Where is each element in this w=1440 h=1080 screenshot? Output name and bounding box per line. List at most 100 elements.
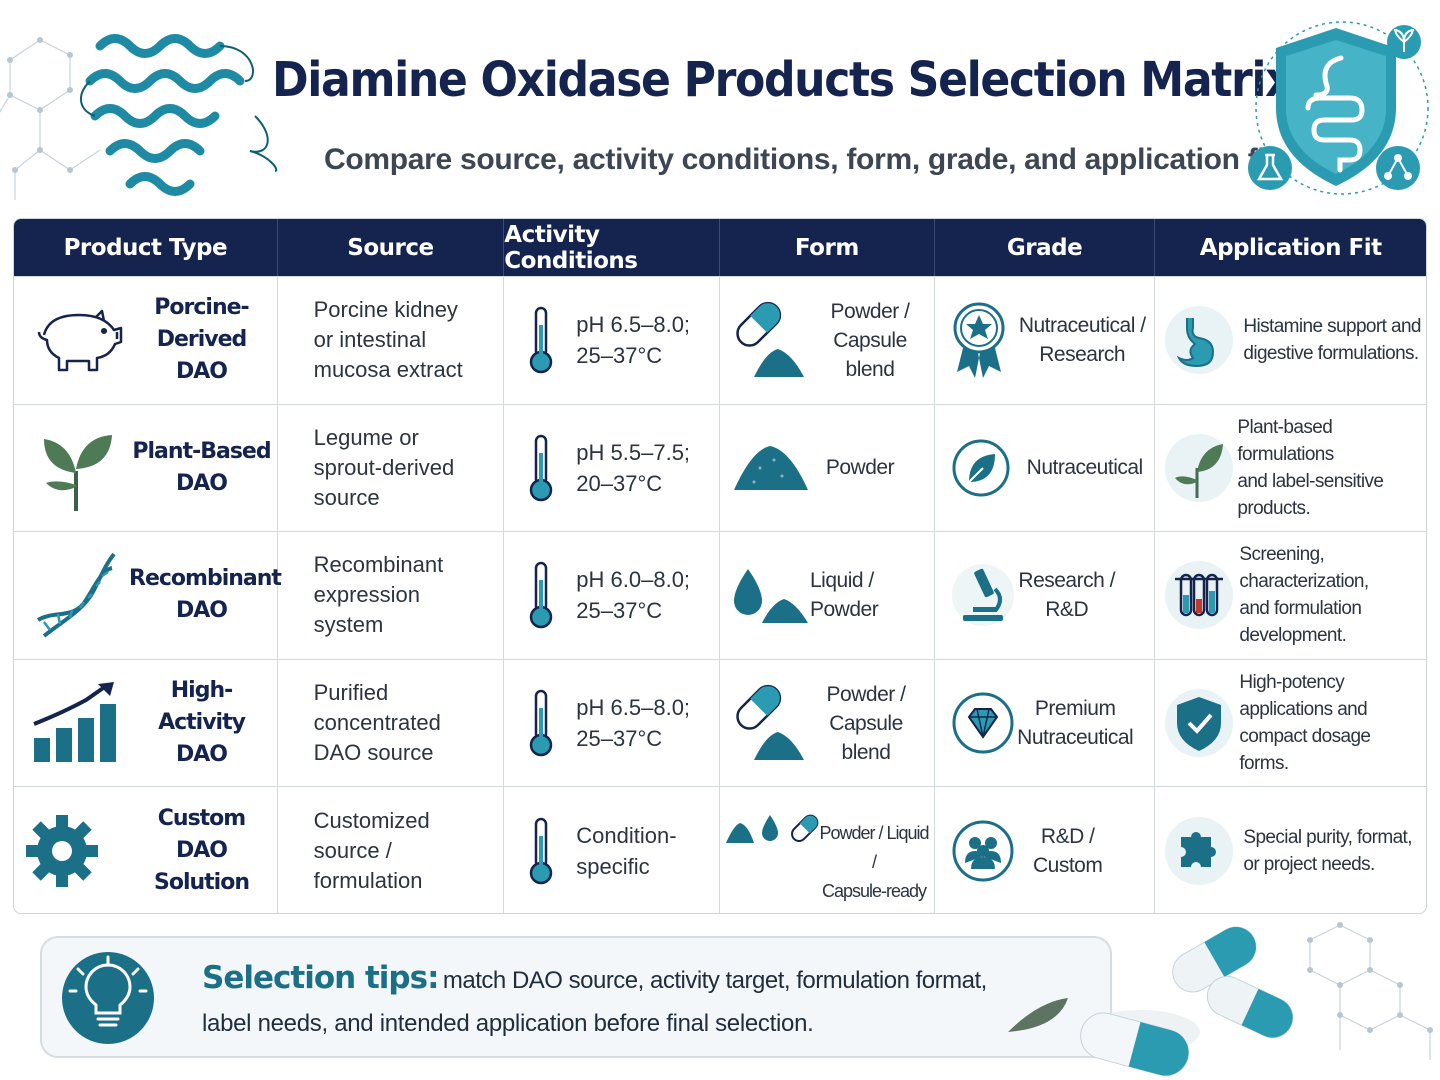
droplet-powder-icon (733, 569, 808, 624)
header-source: Source (278, 219, 505, 276)
grade-line: Research (1039, 343, 1126, 367)
source-line: source / (313, 837, 392, 863)
capsule-powder-icon (736, 302, 804, 378)
application-line: Screening, characterization, (1239, 544, 1369, 593)
source-line: mucosa extract (313, 357, 463, 383)
product-type-line1: Plant-Based (132, 438, 271, 464)
diamond-icon (952, 692, 1014, 754)
product-type-line1: Custom DAO (157, 805, 246, 863)
powder-drop-capsule-icon (725, 815, 819, 844)
shield-check-icon (1165, 689, 1234, 758)
source-line: DAO source (313, 740, 434, 766)
application-line: and formulation (1239, 598, 1362, 620)
activity-line: 25–37°C (576, 598, 663, 624)
source-line: formulation (313, 867, 423, 893)
form-line: Powder / Liquid / (819, 823, 929, 873)
activity-line: 20–37°C (576, 470, 663, 496)
grade-line: Nutraceutical / (1018, 314, 1146, 338)
stomach-icon (1165, 306, 1234, 375)
application-line: and label-sensitive (1237, 470, 1384, 492)
digestive-shield-icon (1248, 21, 1429, 195)
thermometer-icon (530, 817, 553, 884)
plant-icon (44, 434, 112, 511)
award-ribbon-icon (953, 302, 1005, 379)
header-form: Form (720, 219, 935, 276)
application-line: development. (1239, 625, 1347, 647)
product-type-line1: Recombinant (129, 566, 282, 592)
table-row: Custom DAO Solution Customized source / for… (14, 786, 1426, 913)
application-line: products. (1237, 497, 1311, 519)
activity-line: 25–37°C (576, 726, 663, 752)
source-line: Recombinant (313, 552, 444, 578)
molecule-network-icon (1307, 922, 1433, 1060)
thermometer-icon (530, 689, 553, 757)
form-line: Powder / (826, 682, 906, 706)
application-line: applications and (1239, 699, 1368, 721)
form-line: Liquid / (809, 569, 874, 593)
microscope-icon (951, 564, 1014, 627)
activity-line: pH 6.0–8.0; (576, 567, 691, 593)
gear-icon (26, 814, 98, 887)
activity-line: Condition- (576, 822, 677, 848)
application-line: Special purity, format, (1243, 826, 1412, 848)
selection-matrix-table: Product Type Source Activity Conditions … (13, 218, 1427, 914)
activity-line: pH 6.5–8.0; (576, 312, 691, 338)
tips-line1: match DAO source, activity target, formu… (442, 967, 987, 994)
source-line: expression (313, 582, 421, 608)
thermometer-icon (530, 562, 553, 629)
activity-line: specific (576, 853, 650, 879)
source-line: Porcine kidney (313, 297, 458, 323)
thermometer-icon (530, 307, 553, 374)
form-line: Powder / (830, 299, 910, 323)
application-line: or project needs. (1243, 853, 1375, 875)
header-grade: Grade (935, 219, 1156, 276)
application-line: High-potency (1239, 672, 1345, 694)
thermometer-icon (530, 434, 553, 502)
source-line: or intestinal (313, 327, 427, 353)
activity-line: pH 6.5–8.0; (576, 695, 691, 721)
grade-line: Nutraceutical (1017, 726, 1134, 750)
molecule-network-icon (0, 37, 101, 200)
page-subtitle: Compare source, activity conditions, for… (324, 143, 1276, 176)
page-title: Diamine Oxidase Products Selection Matri… (272, 52, 1294, 108)
leaf-icon (952, 439, 1010, 497)
pig-icon (37, 310, 123, 372)
protein-structure-icon (80, 34, 278, 196)
selection-tips-banner: Selection tips: match DAO source, activi… (40, 936, 1112, 1058)
product-type-line1: Porcine-Derived (154, 295, 249, 353)
product-type-line2: DAO (176, 598, 228, 624)
grade-line: Custom (1033, 853, 1103, 877)
application-line: Plant-based formulations (1237, 416, 1334, 465)
activity-line: pH 5.5–7.5; (576, 439, 691, 465)
grade-line: Nutraceutical (1026, 456, 1144, 480)
product-type-line1: High-Activity (158, 678, 246, 736)
source-line: system (313, 612, 384, 638)
application-line: Histamine support and (1243, 316, 1421, 338)
header-activity-conditions: Activity Conditions (504, 219, 720, 276)
lightbulb-icon (62, 952, 154, 1044)
tips-line2: label needs, and intended application be… (202, 1010, 814, 1037)
source-line: Customized (313, 807, 430, 833)
application-line: compact dosage forms. (1239, 726, 1371, 775)
source-line: sprout-derived (313, 454, 455, 480)
form-line: Powder (809, 598, 879, 622)
table-header: Product Type Source Activity Conditions … (14, 219, 1426, 276)
product-type-line2: DAO (176, 742, 228, 768)
application-line: digestive formulations. (1243, 343, 1419, 365)
source-line: Purified (313, 680, 389, 706)
grade-line: R&D / (1040, 824, 1095, 848)
powder-pile-icon (733, 445, 808, 490)
grade-line: R&D (1045, 598, 1089, 622)
capsule-powder-icon (736, 684, 804, 761)
source-line: source (313, 484, 380, 510)
source-line: concentrated (313, 710, 441, 736)
tips-title: Selection tips: (202, 960, 439, 996)
capsules-illustration-icon (1008, 926, 1294, 1077)
plant-icon (1165, 433, 1234, 502)
product-type-line2: Solution (154, 869, 250, 895)
form-line: Powder (825, 456, 895, 480)
